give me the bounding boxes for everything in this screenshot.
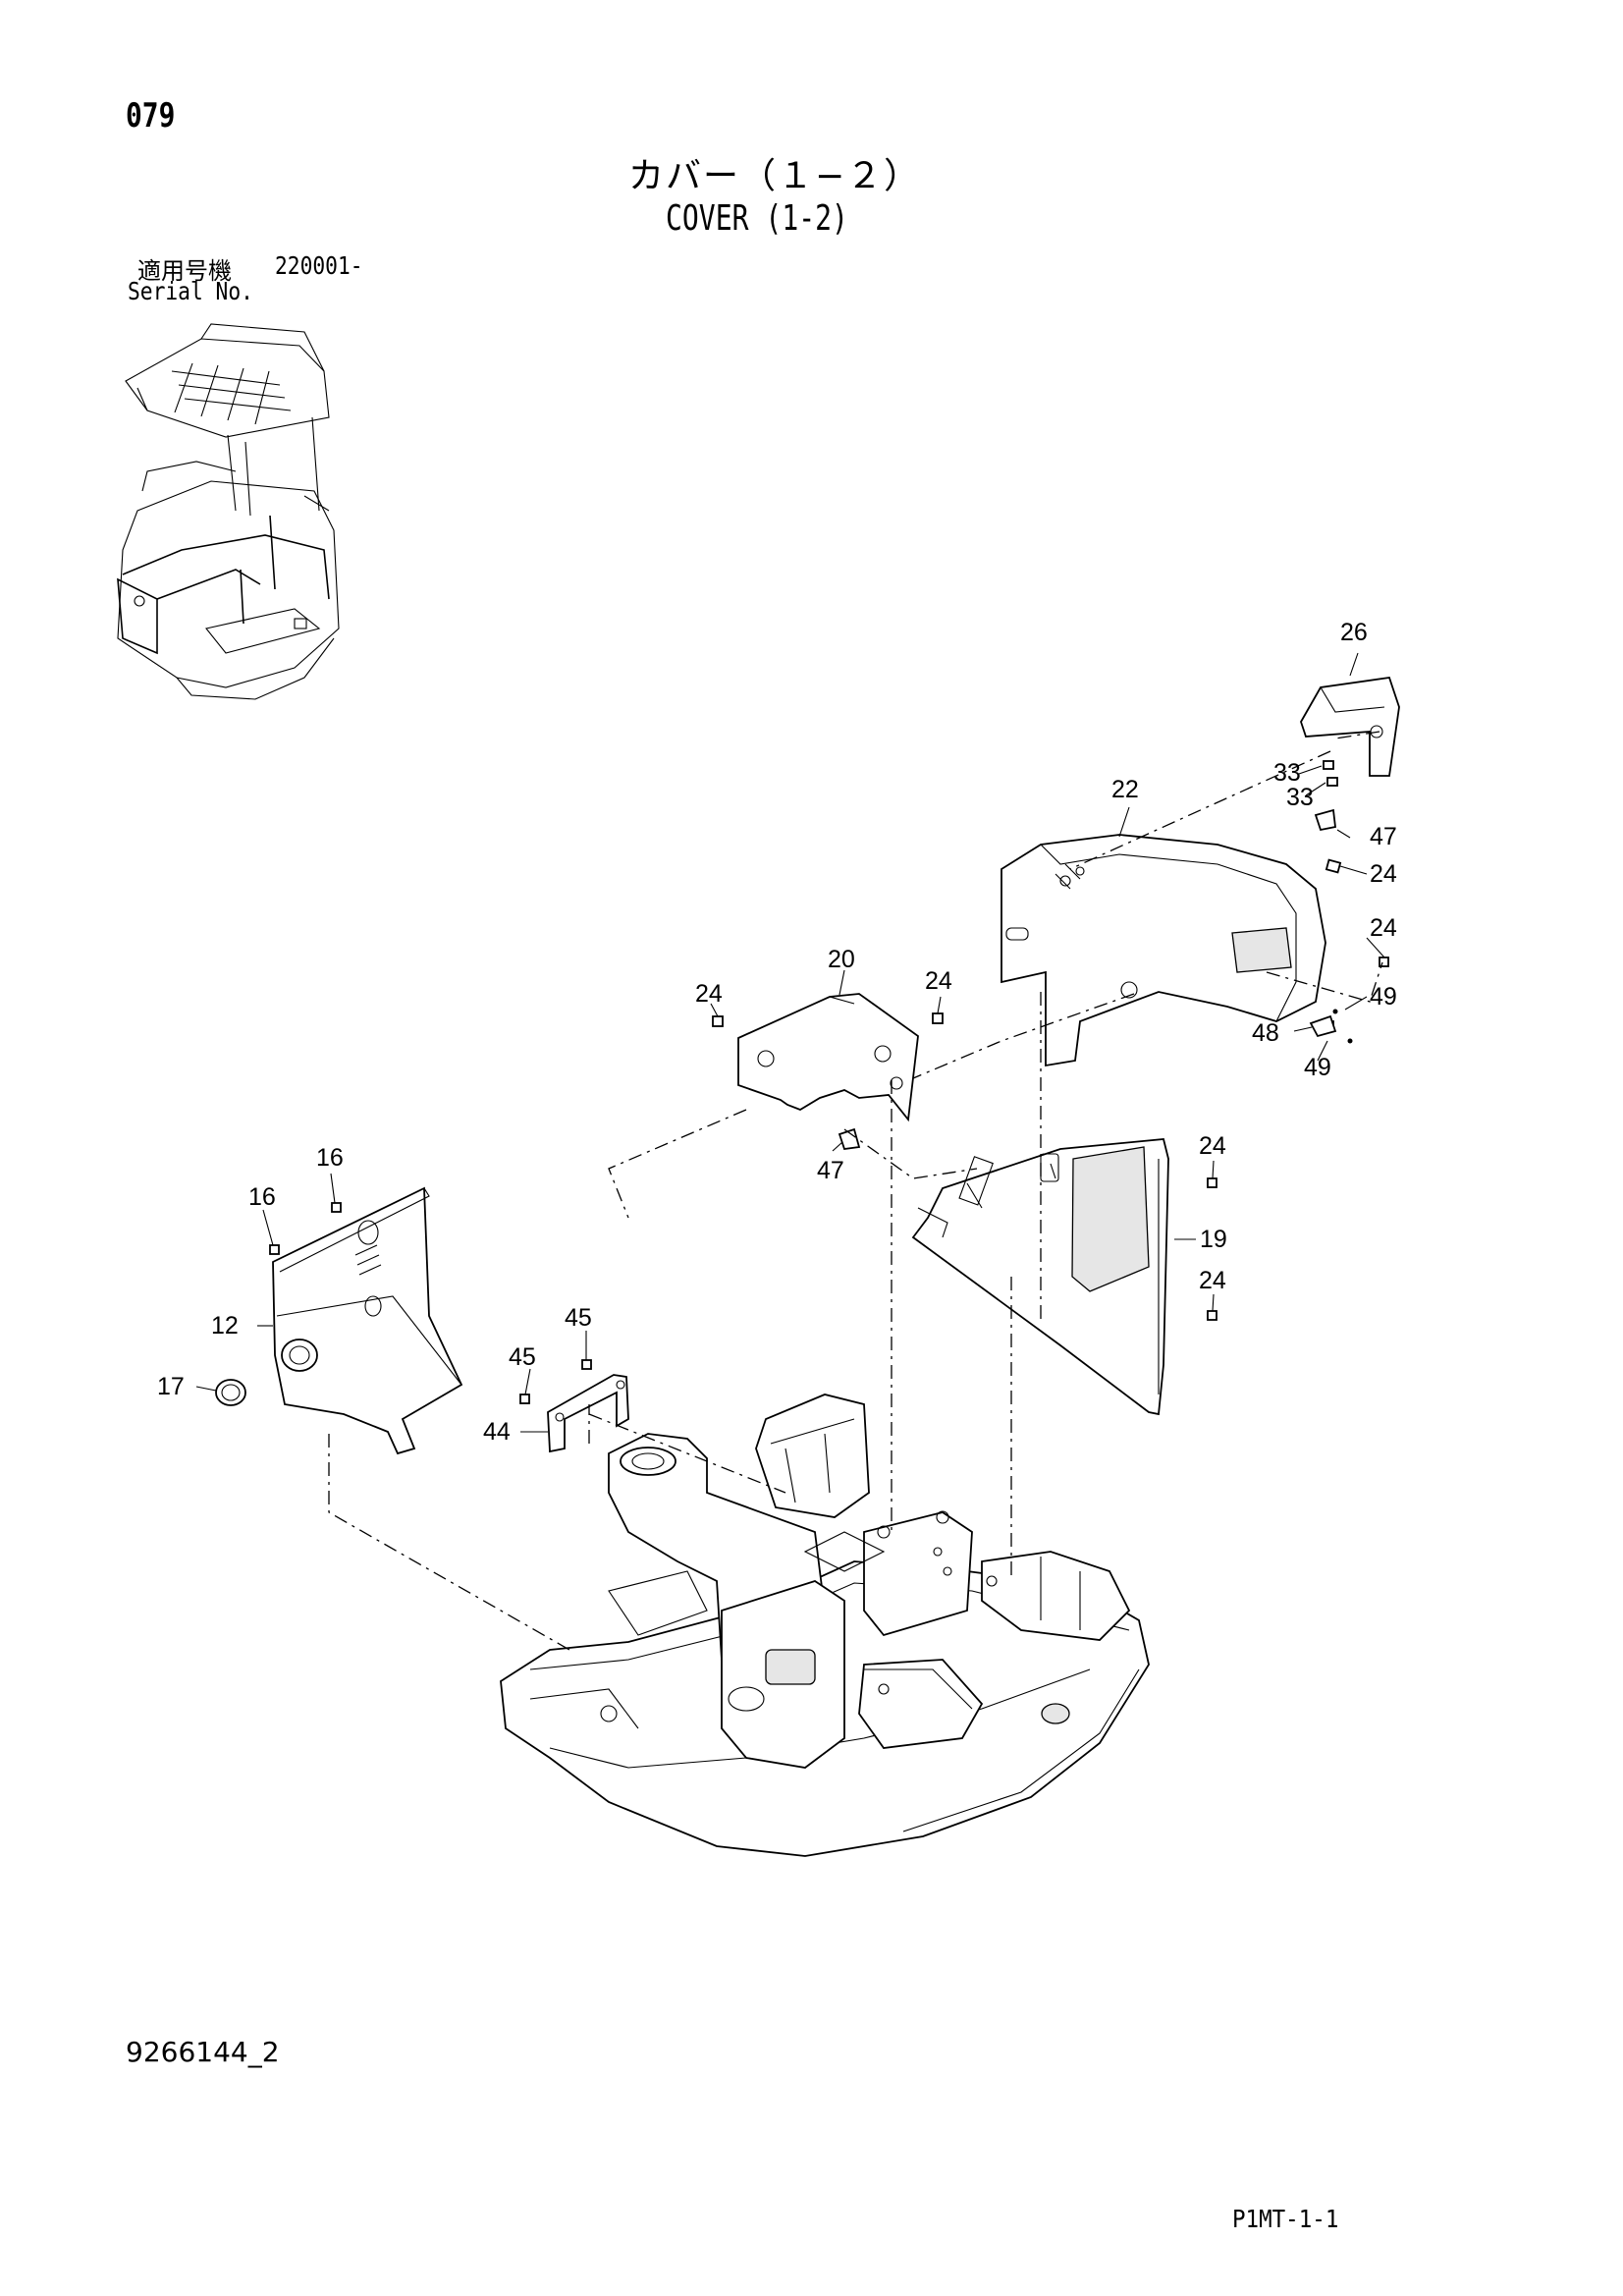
label-33a: 33 — [1273, 759, 1301, 787]
part-12-front-cover — [272, 1186, 463, 1455]
label-20: 20 — [828, 946, 855, 973]
label-17: 17 — [157, 1373, 185, 1400]
page-code: P1MT-1-1 — [1232, 2205, 1339, 2233]
part-20-cover-plate — [737, 993, 919, 1122]
label-24e: 24 — [1199, 1132, 1226, 1160]
label-12: 12 — [211, 1312, 239, 1339]
upperstructure-frame — [500, 1394, 1150, 1857]
label-24a: 24 — [1370, 860, 1397, 888]
label-45a: 45 — [565, 1304, 592, 1332]
label-45b: 45 — [509, 1343, 536, 1371]
hardware-bolts — [269, 760, 1389, 1404]
drawing-number: 9266144_2 — [126, 2036, 280, 2068]
machine-overview-thumbnail — [117, 323, 340, 700]
label-47b: 47 — [817, 1157, 844, 1184]
title-japanese: カバー（１−２） — [628, 156, 922, 196]
label-24d: 24 — [925, 967, 952, 995]
label-16a: 16 — [316, 1144, 344, 1172]
part-44-bracket — [547, 1374, 629, 1453]
label-24f: 24 — [1199, 1267, 1226, 1294]
serial-value: 220001- — [275, 251, 363, 280]
label-48: 48 — [1252, 1019, 1279, 1047]
assembly-centerlines — [328, 731, 1383, 1651]
label-44: 44 — [483, 1418, 511, 1446]
part-number-labels: 26 22 33 33 47 24 24 49 48 49 20 24 24 4… — [157, 619, 1397, 1446]
label-33b: 33 — [1286, 784, 1314, 811]
label-47a: 47 — [1370, 823, 1397, 850]
label-26: 26 — [1340, 619, 1368, 646]
label-24c: 24 — [695, 980, 723, 1008]
serial-label-japanese: 適用号機 — [137, 257, 232, 285]
title-english: COVER (1-2) — [666, 198, 848, 239]
serial-label-english: Serial No. — [128, 277, 253, 305]
page-number: 079 — [126, 96, 176, 136]
label-16b: 16 — [248, 1183, 276, 1211]
part-26-bracket-cover — [1300, 677, 1400, 777]
part-17-grommet — [215, 1379, 246, 1406]
label-24b: 24 — [1370, 914, 1397, 942]
label-49b: 49 — [1304, 1054, 1331, 1081]
leader-lines — [195, 652, 1385, 1433]
label-22: 22 — [1111, 776, 1139, 803]
part-22-side-cover — [1001, 834, 1326, 1067]
label-19: 19 — [1200, 1226, 1227, 1253]
label-49a: 49 — [1370, 983, 1397, 1011]
